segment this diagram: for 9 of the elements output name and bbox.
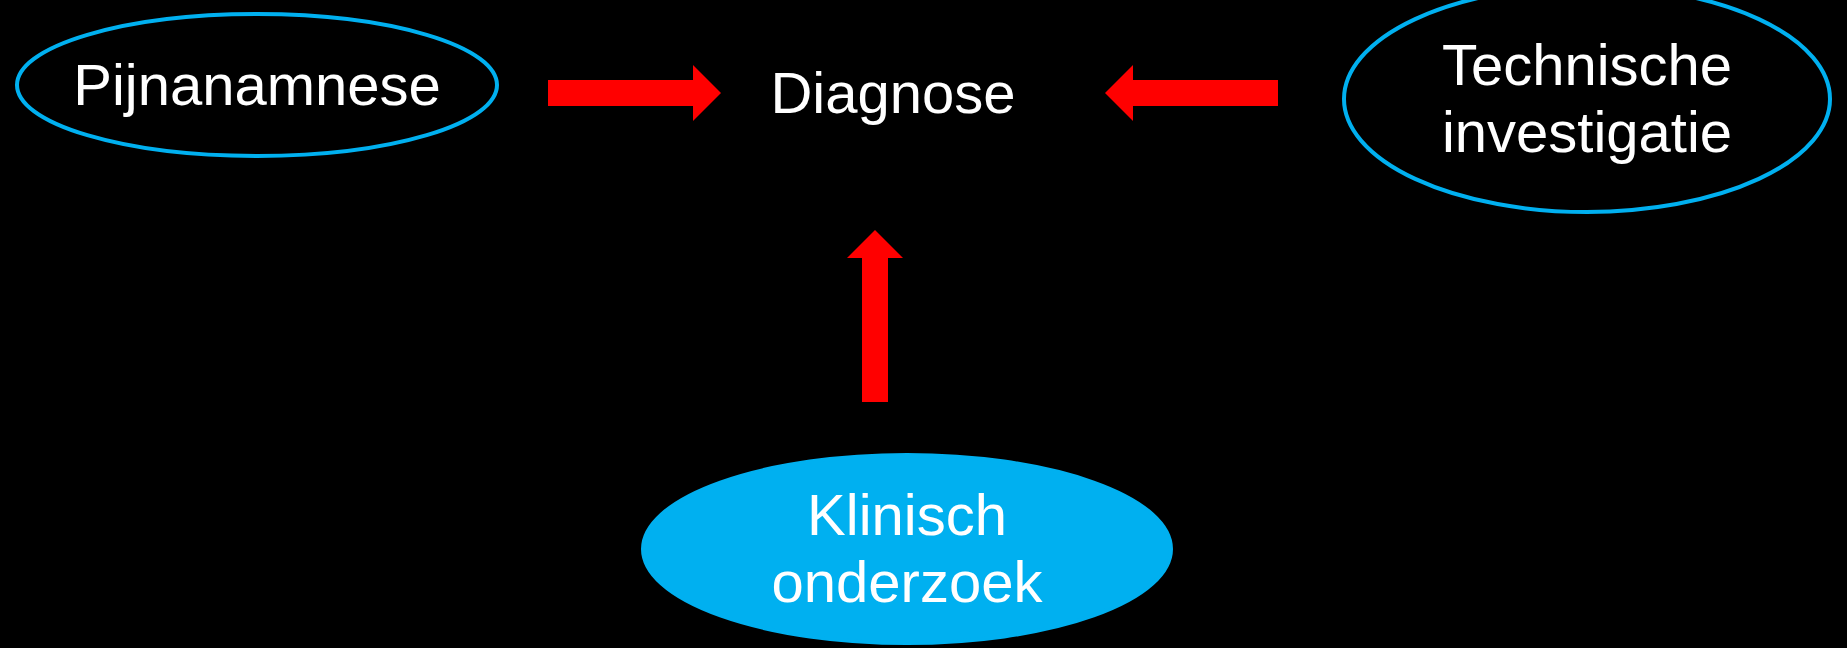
arrow xyxy=(1105,65,1278,121)
node-label: Pijnanamnese xyxy=(73,51,441,119)
node-label: Technische investigatie xyxy=(1440,32,1734,166)
arrow xyxy=(548,65,721,121)
ellipse-node xyxy=(641,453,1173,645)
ellipse-node xyxy=(15,12,499,158)
arrow xyxy=(847,230,903,402)
node-label: Diagnose xyxy=(770,59,1016,127)
node-label: Klinisch onderzoek xyxy=(770,482,1044,616)
